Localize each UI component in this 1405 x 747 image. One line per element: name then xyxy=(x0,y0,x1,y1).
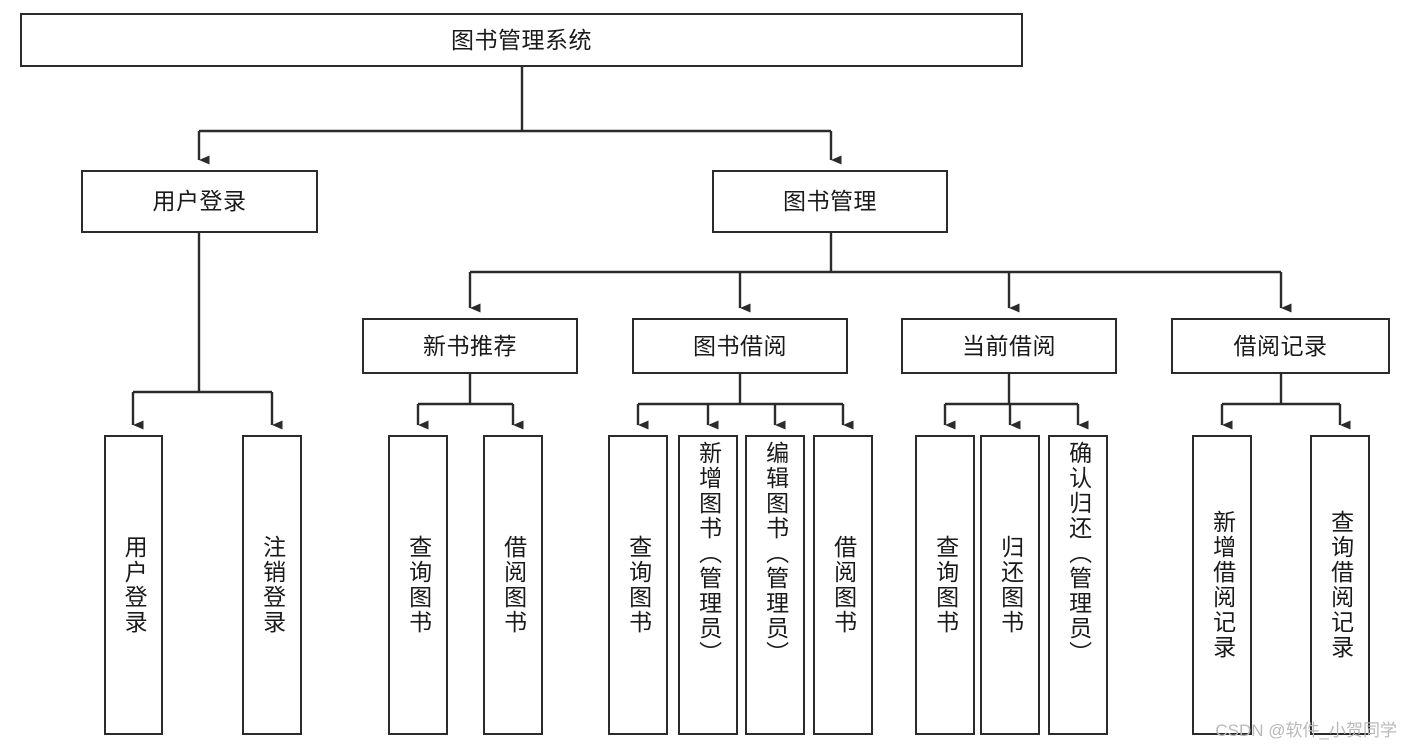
node-label: 查询图书 xyxy=(932,535,959,635)
node-label: 确认归还（管理员） xyxy=(1065,441,1092,666)
node-label: 用户登录 xyxy=(152,188,247,214)
node-label: 借阅图书 xyxy=(500,535,527,635)
node-user-login[interactable]: 用户登录 xyxy=(81,170,318,233)
node-label: 归还图书 xyxy=(997,535,1024,635)
node-root-library-management-system[interactable]: 图书管理系统 xyxy=(20,13,1023,67)
leaf-new-book-query-book[interactable]: 查询图书 xyxy=(388,435,448,735)
node-label: 图书借阅 xyxy=(693,332,787,359)
node-label: 查询图书 xyxy=(625,535,652,635)
node-label: 查询借阅记录 xyxy=(1327,510,1354,660)
node-label: 注销登录 xyxy=(259,535,286,635)
node-label: 新书推荐 xyxy=(423,332,517,359)
leaf-borrow-record-add-record[interactable]: 新增借阅记录 xyxy=(1192,435,1252,735)
node-label: 查询图书 xyxy=(405,535,432,635)
leaf-book-borrow-query-book[interactable]: 查询图书 xyxy=(608,435,668,735)
leaf-user-login-login[interactable]: 用户登录 xyxy=(104,435,163,735)
node-label: 图书管理 xyxy=(783,188,877,214)
leaf-current-borrow-return-book[interactable]: 归还图书 xyxy=(980,435,1040,735)
node-label: 当前借阅 xyxy=(962,332,1056,359)
node-label: 图书管理系统 xyxy=(451,26,592,53)
node-label: 新增借阅记录 xyxy=(1209,510,1236,660)
node-new-book-recommend[interactable]: 新书推荐 xyxy=(362,318,578,374)
leaf-current-borrow-confirm-return-admin[interactable]: 确认归还（管理员） xyxy=(1048,435,1108,735)
leaf-book-borrow-edit-book-admin[interactable]: 编辑图书（管理员） xyxy=(745,435,805,735)
leaf-book-borrow-add-book-admin[interactable]: 新增图书（管理员） xyxy=(678,435,738,735)
node-label: 借阅图书 xyxy=(830,535,857,635)
leaf-user-login-logout[interactable]: 注销登录 xyxy=(242,435,302,735)
node-label: 新增图书（管理员） xyxy=(695,441,722,666)
csdn-watermark: CSDN @软件_小贺同学 xyxy=(1215,721,1397,740)
node-label: 编辑图书（管理员） xyxy=(762,441,789,666)
leaf-new-book-borrow-book[interactable]: 借阅图书 xyxy=(483,435,543,735)
leaf-borrow-record-query-record[interactable]: 查询借阅记录 xyxy=(1310,435,1370,735)
node-current-borrow[interactable]: 当前借阅 xyxy=(901,318,1117,374)
leaf-book-borrow-borrow-book[interactable]: 借阅图书 xyxy=(813,435,873,735)
node-book-management[interactable]: 图书管理 xyxy=(712,170,948,233)
node-label: 借阅记录 xyxy=(1233,332,1328,359)
leaf-current-borrow-query-book[interactable]: 查询图书 xyxy=(915,435,975,735)
node-book-borrow[interactable]: 图书借阅 xyxy=(632,318,848,374)
node-borrow-record[interactable]: 借阅记录 xyxy=(1171,318,1390,374)
node-label: 用户登录 xyxy=(121,535,148,635)
